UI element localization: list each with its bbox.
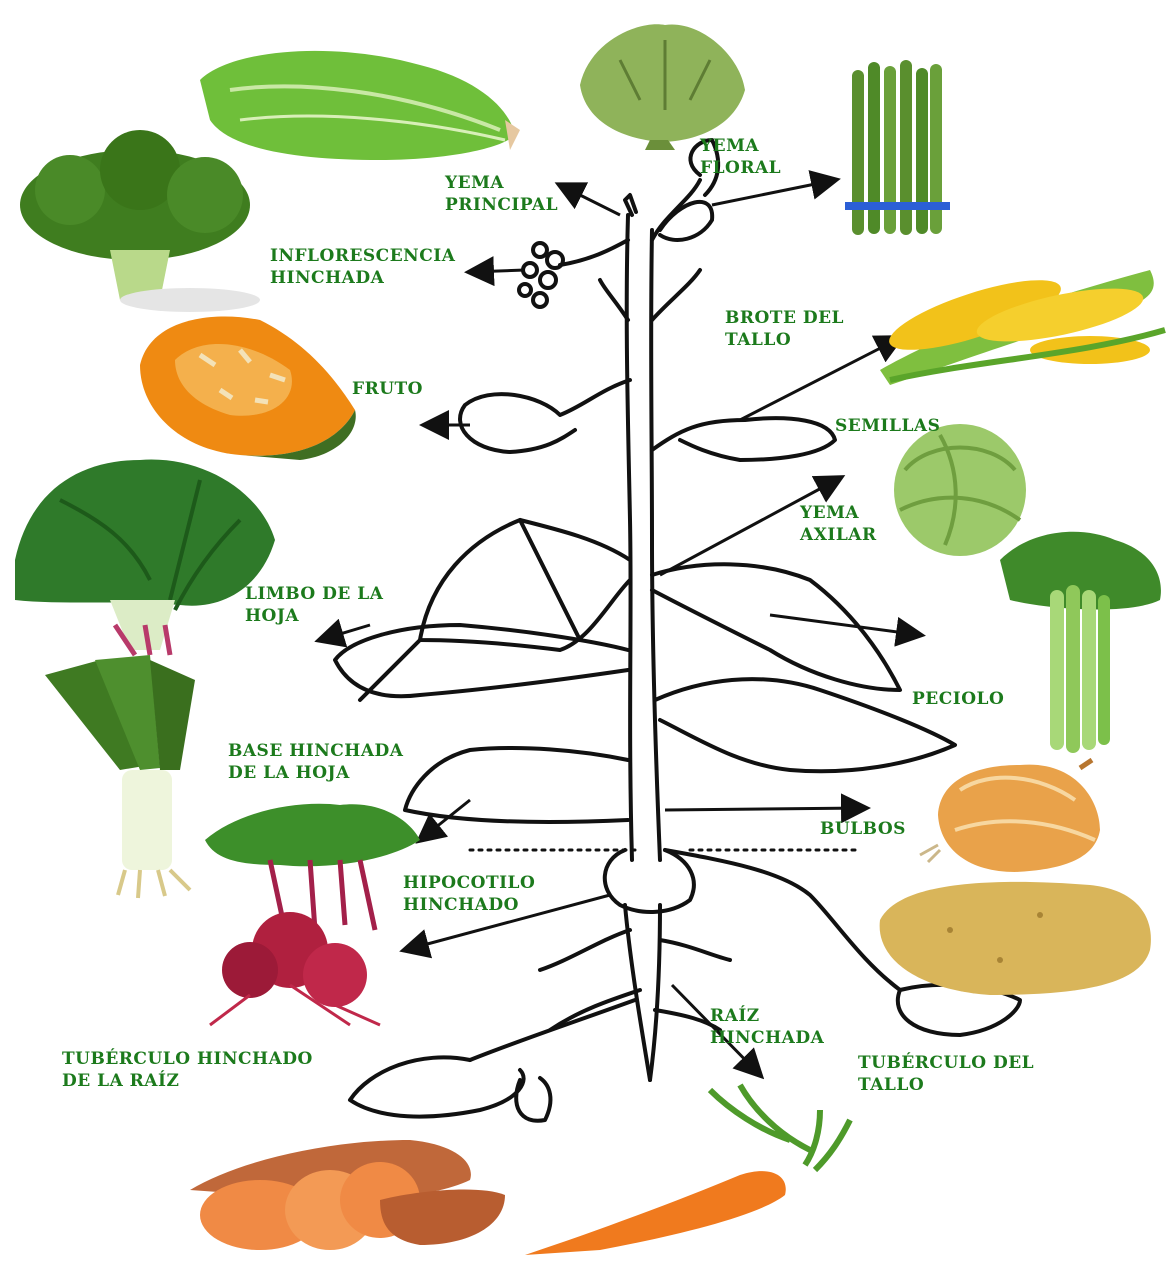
label-peciolo: PECIOLO	[912, 688, 1004, 710]
label-fruto: FRUTO	[352, 378, 423, 400]
brussels-sprout-icon	[894, 424, 1026, 556]
label-raiz: RAÍZ HINCHADA	[710, 1005, 824, 1049]
arrow-yema-floral	[712, 180, 835, 205]
arrow-bulbos	[665, 808, 865, 810]
lettuce-icon	[200, 51, 520, 160]
beet-icon	[205, 804, 420, 1025]
pumpkin-icon	[140, 316, 356, 460]
fruit-sketch	[460, 380, 630, 452]
label-inflorescencia: INFLORESCENCIA HINCHADA	[270, 245, 455, 289]
carrot-icon	[525, 1085, 850, 1255]
arrow-limbo	[320, 625, 370, 640]
label-yema-principal: YEMA PRINCIPAL	[445, 172, 558, 216]
main-stem	[627, 215, 632, 860]
sweet-potato-icon	[190, 1140, 505, 1250]
arrow-peciolo	[770, 615, 920, 635]
label-yema-floral: YEMA FLORAL	[700, 135, 781, 179]
asparagus-icon	[845, 60, 950, 235]
label-brote-tallo: BROTE DEL TALLO	[725, 307, 844, 351]
root-tuber-sketch	[350, 1057, 524, 1116]
label-base-hoja: BASE HINCHADA DE LA HOJA	[228, 740, 403, 784]
potato-icon	[880, 882, 1151, 995]
label-yema-axilar: YEMA AXILAR	[800, 502, 877, 546]
label-tuberculo-raiz: TUBÉRCULO HINCHADO DE LA RAÍZ	[62, 1048, 313, 1092]
arrow-yema-principal	[560, 185, 620, 215]
spinach-icon	[15, 460, 275, 655]
corn-icon	[880, 266, 1165, 385]
label-semillas: SEMILLAS	[835, 415, 940, 437]
onion-icon	[920, 760, 1100, 872]
broccoli-icon	[20, 130, 260, 312]
celery-icon	[1000, 532, 1161, 753]
label-bulbos: BULBOS	[820, 818, 906, 840]
label-limbo: LIMBO DE LA HOJA	[245, 583, 383, 627]
label-hipocotilo: HIPOCOTILO HINCHADO	[403, 872, 535, 916]
label-tuberculo-tallo: TUBÉRCULO DEL TALLO	[858, 1052, 1034, 1096]
leek-icon	[45, 655, 195, 898]
hypocotyl-sketch	[605, 850, 694, 912]
artichoke-icon	[580, 24, 745, 150]
arrow-inflorescencia	[470, 270, 525, 272]
